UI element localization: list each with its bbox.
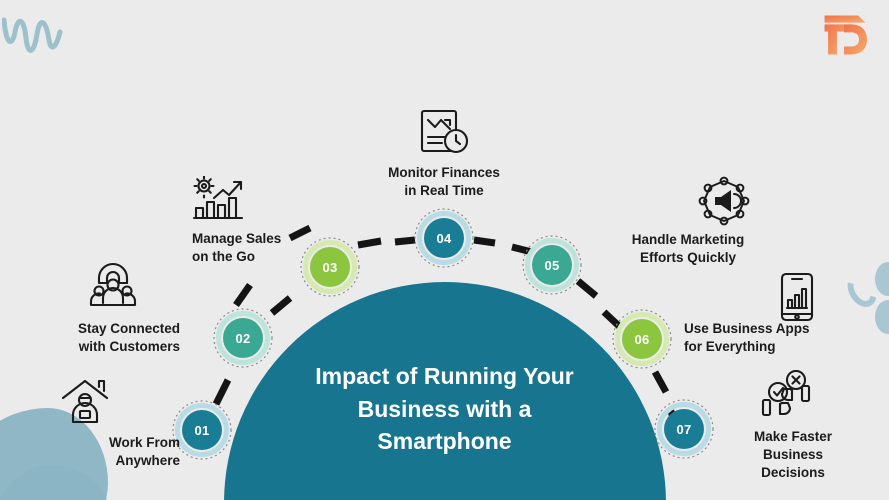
- step-label-04: Monitor Finances in Real Time: [356, 164, 532, 200]
- step-label-06: Use Business Apps for Everything: [684, 320, 870, 356]
- step-label-03-line-2: on the Go: [192, 249, 255, 265]
- step-node-04[interactable]: 04: [417, 211, 471, 265]
- step-node-05[interactable]: 05: [525, 238, 579, 292]
- thumbs-check-cross-icon: [761, 370, 811, 417]
- step-node-03[interactable]: 03: [303, 240, 357, 294]
- step-label-07-line-3: Decisions: [761, 465, 825, 481]
- node-halo-05: [525, 238, 579, 292]
- home-laptop-worker-icon: [61, 379, 109, 424]
- step-node-06[interactable]: 06: [615, 312, 669, 366]
- node-halo-07: [657, 402, 711, 456]
- node-halo-04: [417, 211, 471, 265]
- step-label-07-line-1: Make Faster: [753, 429, 833, 444]
- step-label-01-line-2: Anywhere: [115, 453, 180, 469]
- step-label-02: Stay Connected with Customers: [14, 320, 180, 356]
- smartphone-bar-chart-icon: [780, 272, 814, 322]
- step-label-07-line-2: Business: [762, 447, 824, 463]
- magnet-customers-icon: [89, 263, 137, 307]
- node-number-01: 01: [182, 410, 222, 450]
- node-number-02: 02: [223, 318, 263, 358]
- step-label-05: Handle Marketing Efforts Quickly: [600, 231, 776, 267]
- step-label-04-line-1: Monitor Finances: [388, 165, 500, 180]
- step-node-07[interactable]: 07: [657, 402, 711, 456]
- node-number-06: 06: [622, 319, 662, 359]
- step-label-05-line-1: Handle Marketing: [631, 232, 745, 247]
- step-label-06-line-2: for Everything: [684, 339, 776, 355]
- node-halo-06: [615, 312, 669, 366]
- step-label-04-line-2: in Real Time: [404, 183, 484, 199]
- growth-chart-gear-icon: [192, 176, 244, 220]
- megaphone-network-icon: [698, 176, 750, 226]
- step-label-01-line-1: Work From: [108, 435, 180, 450]
- step-label-07: Make Faster Business Decisions: [718, 428, 868, 483]
- step-node-02[interactable]: 02: [216, 311, 270, 365]
- node-number-05: 05: [532, 245, 572, 285]
- finance-report-clock-icon: [420, 109, 469, 154]
- td-logo[interactable]: [817, 12, 871, 58]
- step-label-02-line-1: Stay Connected: [77, 321, 180, 336]
- hub-title-line-1: Impact of Running Your: [315, 363, 574, 389]
- node-halo-02: [216, 311, 270, 365]
- step-label-06-line-1: Use Business Apps: [684, 321, 810, 336]
- hub-title-line-3: Smartphone: [377, 428, 512, 455]
- node-number-03: 03: [310, 247, 350, 287]
- step-node-01[interactable]: 01: [175, 403, 229, 457]
- node-number-07: 07: [664, 409, 704, 449]
- step-label-05-line-2: Efforts Quickly: [639, 250, 737, 266]
- node-halo-03: [303, 240, 357, 294]
- step-label-02-line-2: with Customers: [78, 339, 180, 355]
- step-label-01: Work From Anywhere: [20, 434, 180, 470]
- page-title: Impact of Running Your Business with a S…: [280, 360, 610, 458]
- node-halo-01: [175, 403, 229, 457]
- hub-title-line-2: Business with a: [357, 395, 532, 422]
- step-label-03-line-1: Manage Sales: [192, 231, 282, 246]
- step-label-03: Manage Sales on the Go: [192, 230, 372, 266]
- node-number-04: 04: [424, 218, 464, 258]
- node-dotted-rings: [172, 208, 714, 460]
